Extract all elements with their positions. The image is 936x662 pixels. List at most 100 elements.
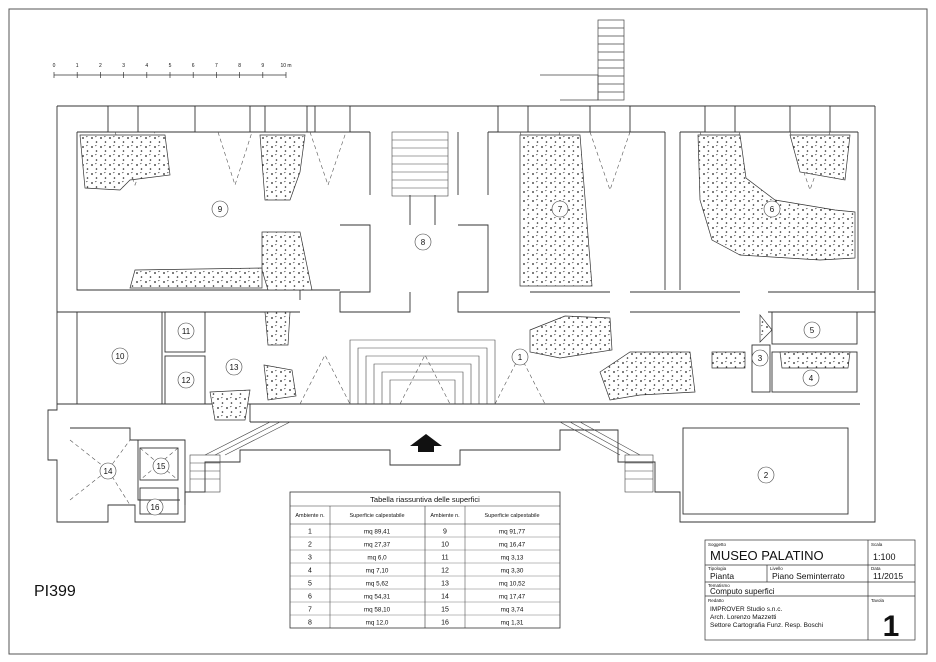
- room-marker: [99, 462, 117, 480]
- table-cell-room: 15: [441, 607, 449, 614]
- table-cell-area: mq 12,0: [366, 620, 389, 627]
- table-cell-room: 6: [308, 594, 312, 601]
- scale-tick-label: 9: [261, 63, 264, 69]
- room-number: 13: [230, 363, 239, 372]
- scale-tick-label: 5: [169, 63, 172, 69]
- room-number: 15: [157, 462, 166, 471]
- scale-tick-label: 7: [215, 63, 218, 69]
- room-marker: [511, 348, 529, 366]
- table-cell-room: 1: [308, 529, 312, 536]
- livello-value: Piano Seminterrato: [772, 571, 845, 581]
- scale-tick-label: 1: [76, 63, 79, 69]
- room-marker: [111, 347, 129, 365]
- redatto-label: Redatto: [708, 598, 724, 603]
- sheet-border: [8, 8, 928, 655]
- room-number: 4: [809, 374, 814, 383]
- scale-tick-label: 8: [238, 63, 241, 69]
- livello-label: Livello: [770, 566, 783, 571]
- scale-tick-label: 4: [145, 63, 148, 69]
- room-number: 9: [218, 205, 223, 214]
- sheet-code: PI399: [34, 583, 76, 600]
- table-cell-room: 2: [308, 542, 312, 549]
- room-number: 5: [810, 326, 815, 335]
- table-cell-room: 11: [441, 555, 448, 562]
- scale-tick-label: 3: [122, 63, 125, 69]
- table-cell-area: mq 1,31: [501, 620, 524, 627]
- scale-bar: 0 1 2 3 4 5 6 7 8 9 10 m: [53, 63, 292, 78]
- table-cell-room: 8: [308, 620, 312, 627]
- scala-label: Scala: [871, 542, 883, 547]
- room-number: 6: [770, 205, 775, 214]
- col-header-area-right: Superficie calpestabile: [484, 513, 539, 519]
- data-label: Data: [871, 566, 881, 571]
- room-number: 12: [182, 376, 191, 385]
- room-number: 10: [116, 352, 125, 361]
- redatto-line-1: IMPROVER Studio s.n.c.: [710, 606, 782, 613]
- redatto-line-2: Arch. Lorenzo Mazzetti: [710, 614, 776, 621]
- table-cell-room: 14: [441, 594, 449, 601]
- tavola-value: 1: [883, 610, 900, 643]
- table-cell-room: 16: [441, 620, 449, 627]
- table-cell-area: mq 27,37: [364, 542, 391, 549]
- building-walls: [47, 105, 876, 523]
- table-cell-area: mq 89,41: [364, 529, 391, 536]
- room-number: 1: [518, 353, 523, 362]
- room-marker: [211, 200, 229, 218]
- table-cell-room: 13: [441, 581, 449, 588]
- central-stair: [189, 131, 654, 493]
- table-cell-room: 7: [308, 607, 312, 614]
- scale-tick-label: 2: [99, 63, 102, 69]
- tipologia-value: Pianta: [710, 571, 734, 581]
- table-cell-area: mq 16,47: [499, 542, 526, 549]
- table-cell-area: mq 10,52: [499, 581, 526, 588]
- scale-tick-label: 10 m: [280, 63, 291, 69]
- col-header-room-right: Ambiente n.: [430, 513, 460, 519]
- scale-tick-label: 0: [53, 63, 56, 69]
- room-marker: [802, 369, 820, 387]
- entrance-arrow-icon: [410, 434, 442, 452]
- table-cell-room: 4: [308, 568, 312, 575]
- table-cell-room: 12: [441, 568, 449, 575]
- table-cell-area: mq 7,10: [366, 568, 389, 575]
- table-cell-room: 9: [443, 529, 447, 536]
- scale-tick-label: 6: [192, 63, 195, 69]
- surface-table: Tabella riassuntiva delle superfici Ambi…: [289, 491, 561, 629]
- room-number: 16: [151, 503, 160, 512]
- external-stair: [540, 19, 625, 101]
- table-cell-area: mq 6,0: [367, 555, 387, 562]
- room-number: 3: [758, 354, 763, 363]
- room-marker: [803, 321, 821, 339]
- room-marker: [757, 466, 775, 484]
- room-marker: [177, 322, 195, 340]
- room-marker: [152, 457, 170, 475]
- data-value: 11/2015: [873, 571, 903, 581]
- table-cell-area: mq 3,30: [501, 568, 524, 575]
- room-number: 2: [764, 471, 769, 480]
- room-number: 8: [421, 238, 426, 247]
- table-cell-area: mq 5,62: [366, 581, 389, 588]
- room-marker: [177, 371, 195, 389]
- tematismo-label: Tematismo: [708, 583, 730, 588]
- table-cell-area: mq 17,47: [499, 594, 526, 601]
- table-cell-area: mq 3,13: [501, 555, 524, 562]
- room-marker: [763, 200, 781, 218]
- table-cell-area: mq 91,77: [499, 529, 526, 536]
- room-number: 7: [558, 205, 563, 214]
- room-marker: [225, 358, 243, 376]
- soggetto-label: Soggetto: [708, 542, 727, 547]
- surface-table-title: Tabella riassuntiva delle superfici: [370, 495, 480, 504]
- scala-value: 1:100: [873, 552, 896, 562]
- room-marker: [414, 233, 432, 251]
- table-cell-area: mq 3,74: [501, 607, 524, 614]
- table-cell-room: 5: [308, 581, 312, 588]
- title-block: [704, 539, 916, 641]
- soggetto-value: MUSEO PALATINO: [710, 548, 824, 563]
- room-number: 11: [182, 327, 191, 336]
- title-block-text: Soggetto MUSEO PALATINO Scala 1:100 Tipo…: [708, 542, 903, 643]
- tematismo-value: Computo superfici: [710, 587, 775, 596]
- table-cell-room: 3: [308, 555, 312, 562]
- tavola-label: Tavola: [871, 598, 885, 603]
- room-marker: [751, 349, 769, 367]
